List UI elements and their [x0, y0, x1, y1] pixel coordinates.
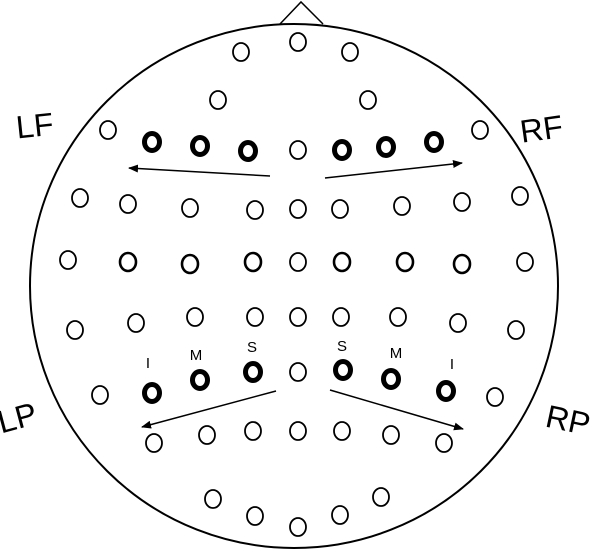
electrode-normal [471, 120, 489, 140]
electrode-highlighted [142, 382, 162, 404]
electrode-bold [180, 253, 200, 275]
electrode-normal [341, 42, 359, 62]
electrode-normal [372, 487, 390, 507]
electrode-normal [511, 186, 529, 206]
electrode-highlighted [243, 361, 263, 383]
electrode-normal [246, 307, 264, 327]
label-rf: RF [518, 108, 565, 150]
electrode-normal [127, 313, 145, 333]
electrode-normal [145, 433, 163, 453]
electrode-highlighted [424, 131, 444, 153]
electrode-normal [289, 362, 307, 382]
label-left-s: S [247, 339, 257, 356]
electrode-normal [289, 307, 307, 327]
electrode-normal [289, 32, 307, 52]
electrode-normal [507, 320, 525, 340]
label-left-m: M [190, 347, 203, 364]
electrode-normal [486, 387, 504, 407]
label-lf: LF [14, 106, 55, 146]
electrode-bold [452, 253, 472, 275]
electrode-highlighted [333, 359, 353, 381]
electrode-normal [91, 385, 109, 405]
electrode-normal [435, 433, 453, 453]
electrode-highlighted [332, 139, 352, 161]
electrode-bold [118, 251, 138, 273]
arrow-right-parietal [329, 389, 464, 431]
electrode-bold [332, 251, 352, 273]
arrow-left-frontal [128, 164, 271, 177]
electrode-normal [331, 505, 349, 525]
electrode-normal [244, 421, 262, 441]
electrode-normal [59, 250, 77, 270]
electrode-normal [181, 198, 199, 218]
electrode-normal [393, 196, 411, 216]
label-right-i: I [450, 356, 454, 373]
electrode-normal [289, 252, 307, 272]
electrode-normal [453, 192, 471, 212]
electrode-normal [516, 252, 534, 272]
arrow-left-parietal [141, 390, 277, 429]
electrode-normal [186, 307, 204, 327]
electrode-normal [209, 90, 227, 110]
electrode-normal [66, 320, 84, 340]
electrode-normal [289, 199, 307, 219]
electrode-highlighted [142, 131, 162, 153]
electrode-normal [289, 421, 307, 441]
electrode-bold [395, 251, 415, 273]
arrow-right-frontal [324, 160, 463, 179]
electrode-highlighted [238, 140, 258, 162]
electrode-normal [289, 517, 307, 537]
electrode-normal [246, 200, 264, 220]
head-outline [29, 23, 559, 549]
electrode-normal [382, 425, 400, 445]
electrode-normal [332, 307, 350, 327]
nose-marker [279, 0, 324, 25]
label-right-s: S [337, 338, 347, 355]
label-left-i: I [146, 355, 150, 372]
electrode-normal [198, 425, 216, 445]
electrode-normal [359, 90, 377, 110]
electrode-group [59, 32, 534, 537]
electrode-normal [99, 120, 117, 140]
label-right-m: M [390, 345, 403, 362]
electrode-normal [232, 42, 250, 62]
electrode-normal [119, 194, 137, 214]
electrode-normal [246, 506, 264, 526]
electrode-bold [243, 251, 263, 273]
electrode-normal [204, 489, 222, 509]
electrode-highlighted [381, 368, 401, 390]
electrode-highlighted [190, 369, 210, 391]
label-lp: LP [0, 395, 41, 440]
electrode-normal [289, 140, 307, 160]
electrode-highlighted [376, 136, 396, 158]
electrode-highlighted [436, 380, 456, 402]
electrode-highlighted [190, 135, 210, 157]
electrode-normal [389, 307, 407, 327]
electrode-normal [449, 313, 467, 333]
electrode-normal [71, 188, 89, 208]
electrode-normal [331, 199, 349, 219]
label-rp: RP [543, 398, 594, 442]
electrode-normal [333, 421, 351, 441]
